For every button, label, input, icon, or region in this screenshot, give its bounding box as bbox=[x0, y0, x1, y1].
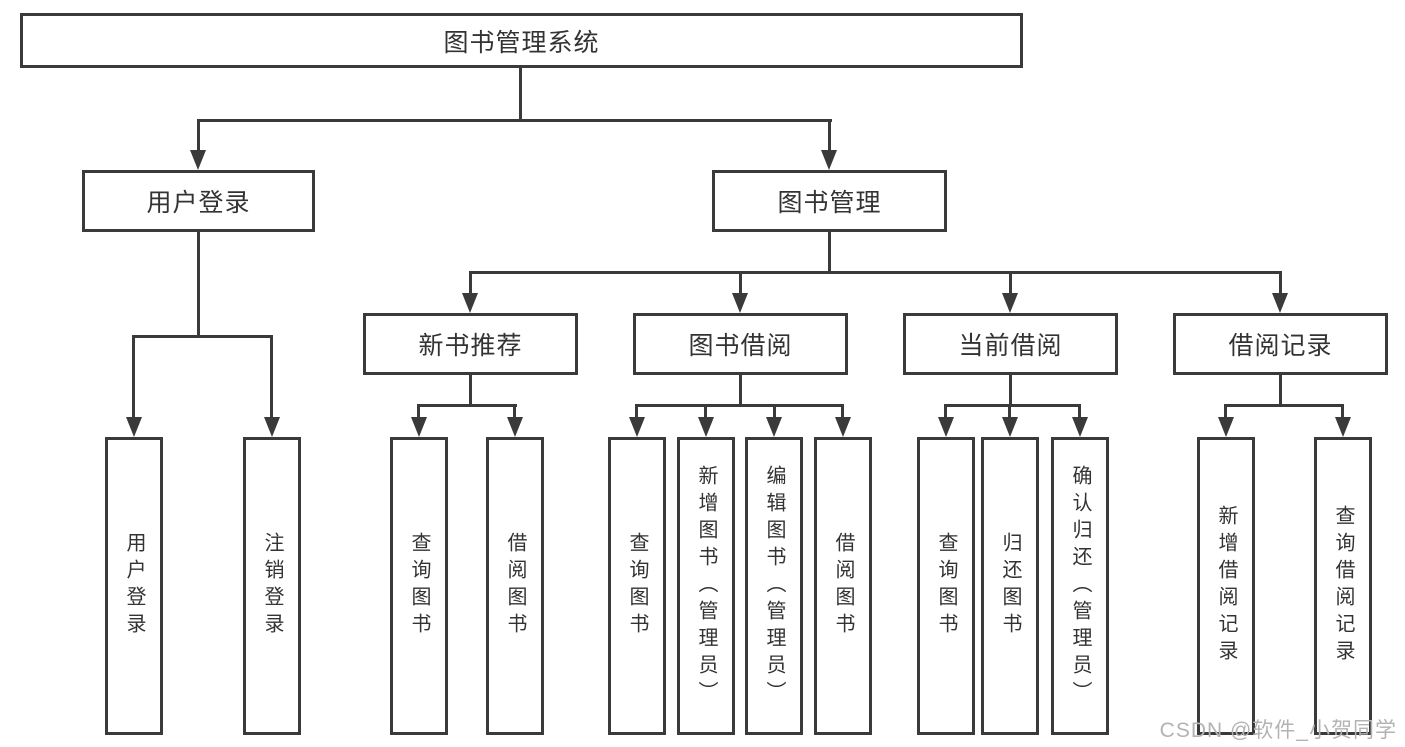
edge-drop-book-mgmt bbox=[828, 119, 831, 153]
edge-drop-leaf bbox=[513, 404, 516, 417]
edge-user-login-stem bbox=[197, 232, 200, 337]
edge-drop-leaf bbox=[1224, 404, 1227, 417]
node-current-borrowing: 当前借阅 bbox=[903, 313, 1118, 375]
leaf-add-book-admin: 新增图书（管理员） bbox=[677, 437, 735, 735]
leaf-label: 新增借阅记录 bbox=[1215, 505, 1237, 667]
leaf-query-borrow-record: 查询借阅记录 bbox=[1314, 437, 1372, 735]
leaf-return-book: 归还图书 bbox=[981, 437, 1039, 735]
edge-drop-group bbox=[739, 271, 742, 293]
leaf-query-books-current: 查询图书 bbox=[917, 437, 975, 735]
arrow-down-icon bbox=[698, 417, 714, 437]
leaf-label: 归还图书 bbox=[999, 532, 1021, 640]
leaf-label: 查询借阅记录 bbox=[1332, 505, 1354, 667]
arrow-down-icon bbox=[126, 417, 142, 437]
edge-drop-leaf bbox=[704, 404, 707, 417]
leaf-label: 借阅图书 bbox=[832, 532, 854, 640]
arrow-down-icon bbox=[1272, 293, 1288, 313]
leaf-query-books-borrowing: 查询图书 bbox=[608, 437, 666, 735]
edge-drop-leaf bbox=[1341, 404, 1344, 417]
leaf-confirm-return-admin: 确认归还（管理员） bbox=[1051, 437, 1109, 735]
edge-group2-rail bbox=[635, 404, 844, 407]
leaf-label: 确认归还（管理员） bbox=[1069, 464, 1091, 708]
leaf-borrow-books: 借阅图书 bbox=[814, 437, 872, 735]
edge-group4-stem bbox=[1279, 375, 1282, 406]
arrow-down-icon bbox=[1335, 417, 1351, 437]
edge-root-rail bbox=[197, 119, 832, 122]
edge-drop-leaf bbox=[841, 404, 844, 417]
node-label: 新书推荐 bbox=[418, 332, 523, 360]
edge-drop-leaf bbox=[132, 335, 135, 417]
leaf-query-books-recommend: 查询图书 bbox=[390, 437, 448, 735]
edge-group3-rail bbox=[944, 404, 1081, 407]
edge-drop-leaf bbox=[773, 404, 776, 417]
arrow-down-icon bbox=[462, 293, 478, 313]
arrow-down-icon bbox=[1218, 417, 1234, 437]
leaf-label: 借阅图书 bbox=[504, 532, 526, 640]
arrow-down-icon bbox=[264, 417, 280, 437]
leaf-label: 注销登录 bbox=[261, 532, 283, 640]
arrow-down-icon bbox=[629, 417, 645, 437]
edge-drop-group bbox=[469, 271, 472, 293]
node-book-borrowing: 图书借阅 bbox=[633, 313, 848, 375]
node-book-management: 图书管理 bbox=[712, 170, 947, 232]
edge-user-login-rail bbox=[133, 335, 273, 338]
arrow-down-icon bbox=[766, 417, 782, 437]
edge-group1-rail bbox=[418, 404, 517, 407]
leaf-borrow-books-recommend: 借阅图书 bbox=[486, 437, 544, 735]
node-new-book-recommend: 新书推荐 bbox=[363, 313, 578, 375]
leaf-add-borrow-record: 新增借阅记录 bbox=[1197, 437, 1255, 735]
leaf-label: 新增图书（管理员） bbox=[695, 464, 717, 708]
edge-drop-leaf bbox=[1078, 404, 1081, 417]
node-label: 当前借阅 bbox=[958, 332, 1063, 360]
leaf-label: 查询图书 bbox=[408, 532, 430, 640]
edge-book-mgmt-rail bbox=[469, 271, 1282, 274]
edge-drop-group bbox=[1279, 271, 1282, 293]
node-label: 用户登录 bbox=[146, 189, 251, 217]
edge-drop-group bbox=[1009, 271, 1012, 293]
leaf-label: 查询图书 bbox=[626, 532, 648, 640]
edge-group3-stem bbox=[1009, 375, 1012, 406]
leaf-label: 查询图书 bbox=[935, 532, 957, 640]
leaf-logout: 注销登录 bbox=[243, 437, 301, 735]
arrow-down-icon bbox=[190, 150, 206, 170]
csdn-watermark: CSDN @软件_小贺同学 bbox=[1159, 719, 1397, 742]
node-label: 图书借阅 bbox=[688, 332, 793, 360]
edge-drop-leaf bbox=[1008, 404, 1011, 417]
edge-drop-leaf bbox=[417, 404, 420, 417]
edge-drop-leaf bbox=[270, 335, 273, 417]
node-borrow-records: 借阅记录 bbox=[1173, 313, 1388, 375]
leaf-user-login: 用户登录 bbox=[105, 437, 163, 735]
leaf-label: 编辑图书（管理员） bbox=[763, 464, 785, 708]
node-label: 图书管理系统 bbox=[443, 28, 600, 57]
arrow-down-icon bbox=[1002, 293, 1018, 313]
edge-root-stem bbox=[519, 68, 522, 120]
edge-group1-stem bbox=[469, 375, 472, 406]
edge-drop-leaf bbox=[635, 404, 638, 417]
node-label: 借阅记录 bbox=[1228, 332, 1333, 360]
arrow-down-icon bbox=[1002, 417, 1018, 437]
arrow-down-icon bbox=[411, 417, 427, 437]
edge-group2-stem bbox=[739, 375, 742, 406]
edge-book-mgmt-stem bbox=[828, 232, 831, 273]
leaf-edit-book-admin: 编辑图书（管理员） bbox=[745, 437, 803, 735]
arrow-down-icon bbox=[821, 150, 837, 170]
arrow-down-icon bbox=[1072, 417, 1088, 437]
arrow-down-icon bbox=[732, 293, 748, 313]
edge-group4-rail bbox=[1224, 404, 1344, 407]
arrow-down-icon bbox=[507, 417, 523, 437]
edge-drop-user-login bbox=[197, 119, 200, 153]
node-label: 图书管理 bbox=[777, 189, 882, 217]
node-user-login: 用户登录 bbox=[82, 170, 315, 232]
edge-drop-leaf bbox=[944, 404, 947, 417]
node-library-management-system: 图书管理系统 bbox=[20, 13, 1023, 68]
arrow-down-icon bbox=[938, 417, 954, 437]
arrow-down-icon bbox=[835, 417, 851, 437]
leaf-label: 用户登录 bbox=[123, 532, 145, 640]
